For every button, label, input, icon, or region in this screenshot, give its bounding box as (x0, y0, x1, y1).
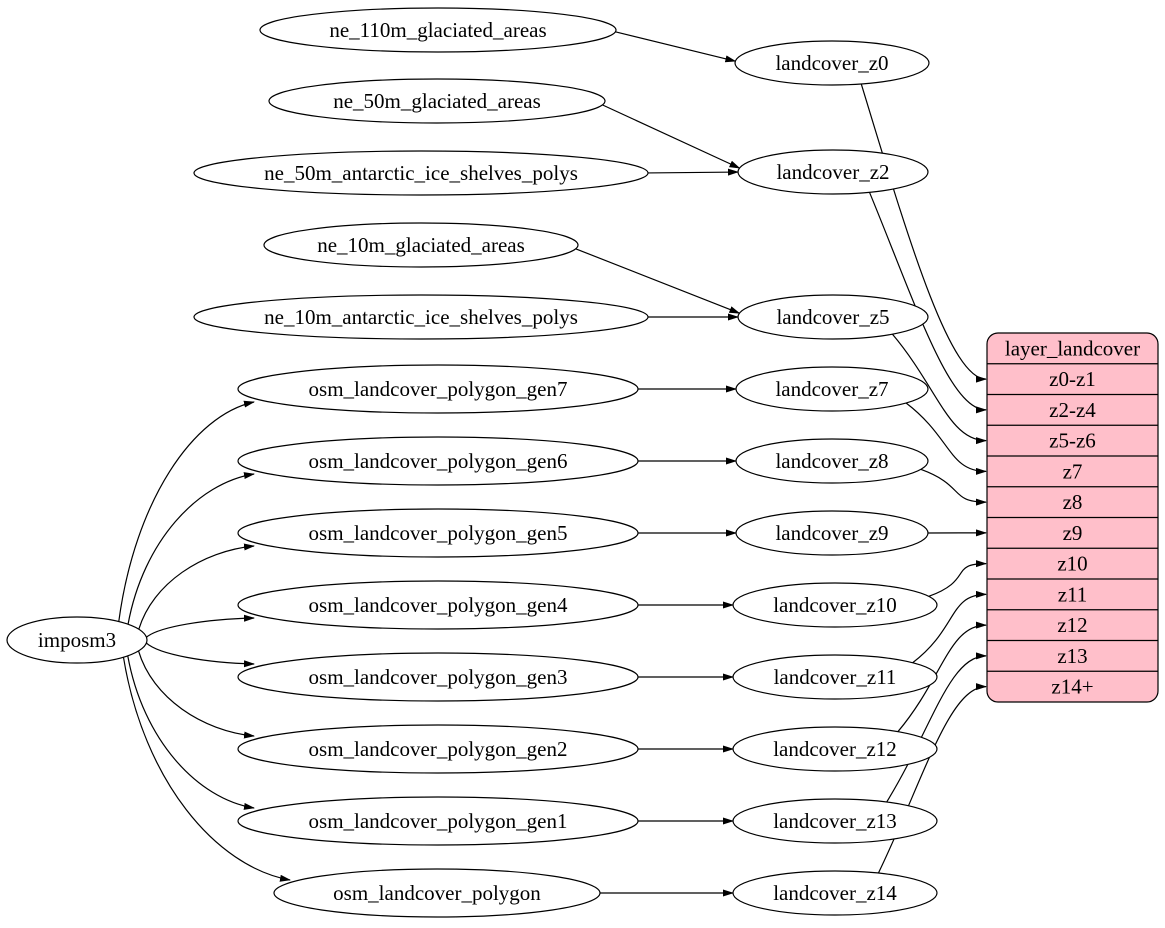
node-landcover_z10: landcover_z10 (733, 583, 937, 627)
node-label-landcover_z9: landcover_z9 (775, 521, 888, 545)
table-row-z12: z12 (1057, 613, 1087, 637)
table-row-z11: z11 (1058, 582, 1088, 606)
edge-imposm3-to-osm_landcover_polygon_gen3 (146, 643, 254, 664)
node-landcover_z14: landcover_z14 (733, 871, 937, 915)
edge-landcover_z10-to-row-z10 (929, 564, 986, 597)
node-ne_10m_antarctic_ice_shelves_polys: ne_10m_antarctic_ice_shelves_polys (194, 295, 648, 339)
edge-imposm3-to-osm_landcover_polygon_gen1 (128, 656, 254, 808)
node-landcover_z13: landcover_z13 (733, 799, 937, 843)
node-label-landcover_z14: landcover_z14 (773, 881, 897, 905)
edge-landcover_z8-to-row-z8 (921, 469, 986, 502)
node-label-osm_landcover_polygon: osm_landcover_polygon (333, 881, 541, 905)
node-label-osm_landcover_polygon_gen7: osm_landcover_polygon_gen7 (309, 377, 568, 401)
node-landcover_z2: landcover_z2 (738, 150, 928, 194)
node-ne_10m_glaciated_areas: ne_10m_glaciated_areas (264, 223, 578, 267)
node-landcover_z8: landcover_z8 (736, 439, 928, 483)
node-landcover_z9: landcover_z9 (736, 511, 928, 555)
node-label-landcover_z7: landcover_z7 (775, 377, 888, 401)
edge-ne_50m_glaciated_areas-to-landcover_z2 (602, 105, 739, 168)
node-osm_landcover_polygon: osm_landcover_polygon (274, 869, 600, 917)
node-imposm3: imposm3 (7, 617, 147, 663)
node-label-landcover_z5: landcover_z5 (776, 305, 889, 329)
table-row-z10: z10 (1057, 552, 1087, 576)
table-row-z13: z13 (1057, 644, 1087, 668)
node-label-landcover_z2: landcover_z2 (776, 160, 889, 184)
node-label-osm_landcover_polygon_gen4: osm_landcover_polygon_gen4 (309, 593, 568, 617)
node-osm_landcover_polygon_gen3: osm_landcover_polygon_gen3 (238, 653, 638, 701)
node-landcover_z0: landcover_z0 (735, 41, 929, 85)
node-landcover_z11: landcover_z11 (733, 655, 937, 699)
node-label-osm_landcover_polygon_gen1: osm_landcover_polygon_gen1 (309, 809, 568, 833)
table-row-z7: z7 (1063, 459, 1083, 483)
edge-imposm3-to-osm_landcover_polygon_gen4 (146, 618, 254, 637)
table-row-z5-z6: z5-z6 (1049, 429, 1096, 453)
node-osm_landcover_polygon_gen7: osm_landcover_polygon_gen7 (238, 365, 638, 413)
node-label-ne_110m_glaciated_areas: ne_110m_glaciated_areas (329, 18, 546, 42)
node-osm_landcover_polygon_gen2: osm_landcover_polygon_gen2 (238, 725, 638, 773)
node-ne_50m_antarctic_ice_shelves_polys: ne_50m_antarctic_ice_shelves_polys (194, 151, 648, 195)
node-label-landcover_z0: landcover_z0 (775, 51, 888, 75)
node-label-osm_landcover_polygon_gen3: osm_landcover_polygon_gen3 (309, 665, 568, 689)
node-label-osm_landcover_polygon_gen6: osm_landcover_polygon_gen6 (309, 449, 568, 473)
node-label-landcover_z11: landcover_z11 (774, 665, 897, 689)
node-osm_landcover_polygon_gen4: osm_landcover_polygon_gen4 (238, 581, 638, 629)
node-label-ne_10m_glaciated_areas: ne_10m_glaciated_areas (317, 233, 525, 257)
node-label-landcover_z12: landcover_z12 (773, 737, 897, 761)
node-label-osm_landcover_polygon_gen5: osm_landcover_polygon_gen5 (309, 521, 568, 545)
node-label-ne_10m_antarctic_ice_shelves_polys: ne_10m_antarctic_ice_shelves_polys (264, 305, 578, 329)
table-layer_landcover: layer_landcover z0-z1 z2-z4 z5-z6 z7 z8 z9 z10 z… (987, 333, 1158, 702)
node-label-landcover_z8: landcover_z8 (775, 449, 888, 473)
node-landcover_z12: landcover_z12 (733, 727, 937, 771)
node-label-osm_landcover_polygon_gen2: osm_landcover_polygon_gen2 (309, 737, 568, 761)
node-ne_50m_glaciated_areas: ne_50m_glaciated_areas (269, 79, 605, 123)
node-osm_landcover_polygon_gen6: osm_landcover_polygon_gen6 (238, 437, 638, 485)
node-ne_110m_glaciated_areas: ne_110m_glaciated_areas (260, 8, 616, 52)
node-label-ne_50m_antarctic_ice_shelves_polys: ne_50m_antarctic_ice_shelves_polys (264, 161, 578, 185)
table-row-z14+: z14+ (1051, 675, 1093, 699)
node-label-ne_50m_glaciated_areas: ne_50m_glaciated_areas (333, 89, 541, 113)
edge-ne_50m_antarctic_ice_shelves_polys-to-landcover_z2 (648, 172, 738, 173)
node-osm_landcover_polygon_gen5: osm_landcover_polygon_gen5 (238, 509, 638, 557)
node-landcover_z5: landcover_z5 (738, 295, 928, 339)
edge-ne_110m_glaciated_areas-to-landcover_z0 (615, 32, 735, 61)
table-title: layer_landcover (1005, 336, 1140, 360)
node-label-imposm3: imposm3 (38, 628, 116, 652)
table-row-z2-z4: z2-z4 (1049, 398, 1096, 422)
table-row-z9: z9 (1063, 521, 1083, 545)
table-row-z8: z8 (1063, 490, 1083, 514)
table-row-z0-z1: z0-z1 (1049, 367, 1096, 391)
edge-imposm3-to-osm_landcover_polygon (123, 657, 290, 880)
node-label-landcover_z13: landcover_z13 (773, 809, 897, 833)
edge-imposm3-to-osm_landcover_polygon_gen7 (119, 402, 254, 622)
edge-imposm3-to-osm_landcover_polygon_gen5 (139, 546, 254, 629)
node-label-landcover_z10: landcover_z10 (773, 593, 897, 617)
node-osm_landcover_polygon_gen1: osm_landcover_polygon_gen1 (238, 797, 638, 845)
node-landcover_z7: landcover_z7 (736, 367, 928, 411)
